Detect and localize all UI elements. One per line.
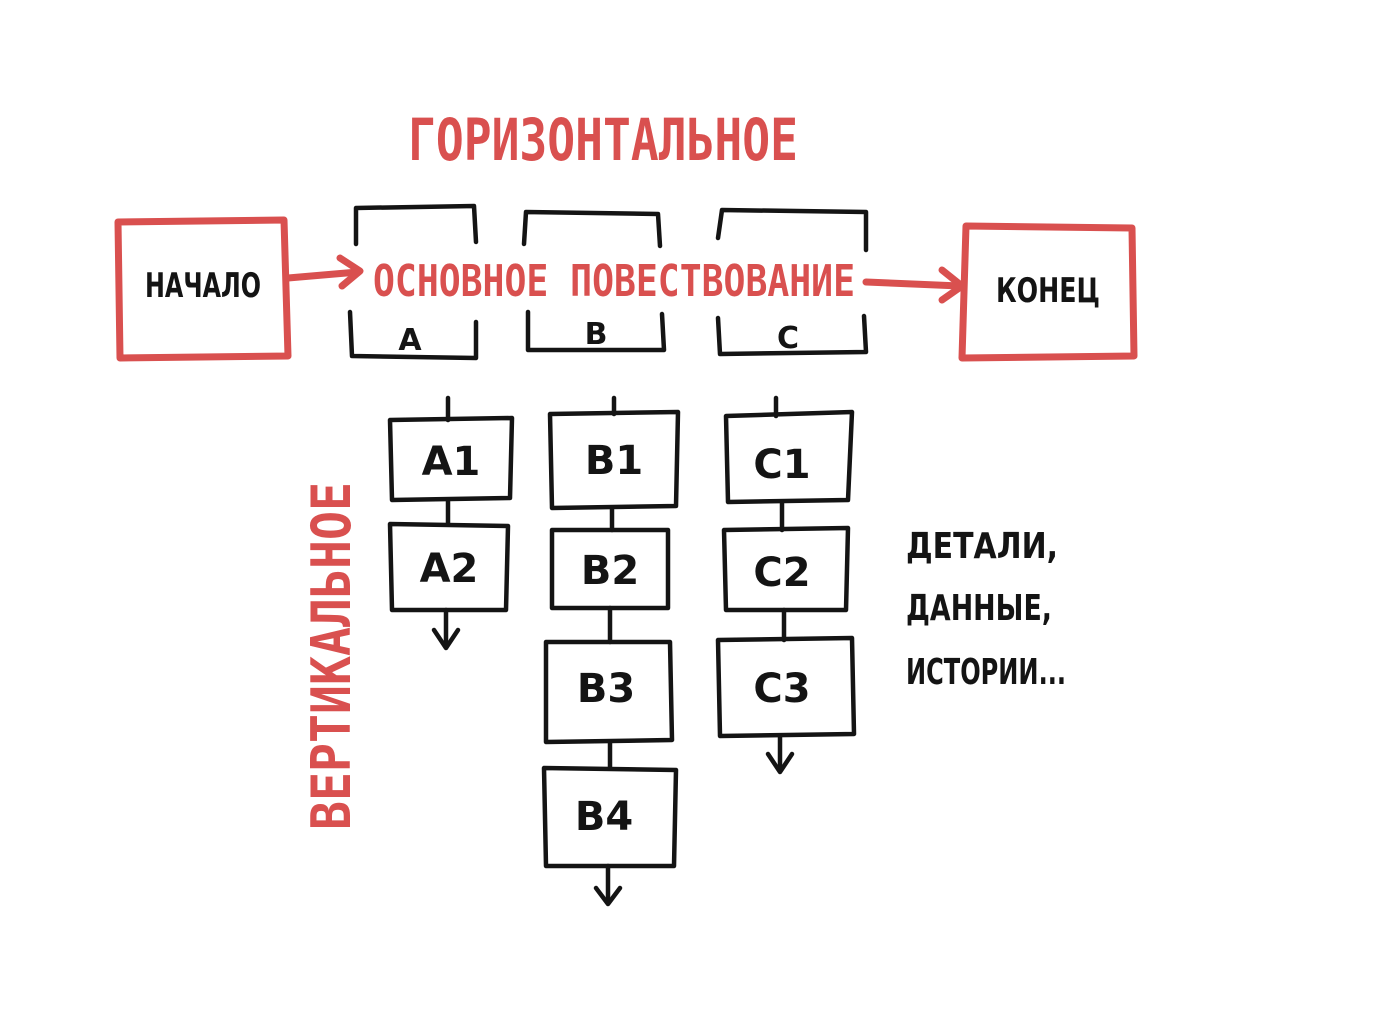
box-a1-label: A1 (422, 439, 481, 485)
details-line-1: ДЕТАЛИ, (906, 526, 1058, 567)
column-a: A1 A2 (387, 395, 515, 651)
arrow-start-to-narrative (284, 254, 364, 290)
end-label: КОНЕЦ (996, 271, 1100, 311)
bracket-b-top (521, 209, 663, 249)
bracket-b-bottom (525, 309, 667, 353)
arrow-end-shaft (862, 278, 964, 290)
segment-letter-c: C (777, 321, 799, 356)
column-b: B1 B2 B3 B4 (541, 395, 681, 907)
box-b4-label: B4 (575, 794, 633, 840)
bracket-a-top (353, 203, 479, 247)
end-box: КОНЕЦ (958, 222, 1138, 362)
box-b1-label: B1 (585, 438, 643, 484)
box-b3-label: B3 (577, 666, 635, 712)
box-b2-label: B2 (581, 548, 639, 594)
arrow-start-head (336, 254, 364, 290)
column-c-arrow-icon (765, 751, 795, 775)
end-box-frame (958, 222, 1138, 362)
column-c: C1 C2 C3 (715, 395, 857, 775)
start-box-frame (114, 216, 292, 362)
box-c1-label: C1 (753, 442, 810, 488)
box-c2-frame (721, 525, 851, 613)
arrow-end-head (938, 266, 966, 304)
box-a1-frame (387, 415, 515, 503)
bracket-a-bottom (347, 309, 479, 361)
box-a2-label: A2 (420, 546, 479, 592)
bracket-c-top (715, 207, 869, 253)
box-b4-frame (541, 765, 679, 869)
details-note: ДЕТАЛИ, ДАННЫЕ, ИСТОРИИ... (906, 526, 1066, 693)
column-b-arrow-icon (593, 885, 623, 907)
box-c2-label: C2 (753, 550, 810, 596)
box-c3-frame (715, 635, 857, 739)
column-a-arrow-icon (431, 627, 461, 651)
bracket-c-bottom (715, 313, 869, 357)
box-c3-label: C3 (753, 666, 810, 712)
box-b2-frame (549, 527, 671, 611)
vertical-title: ВЕРТИКАЛЬНОЕ (300, 482, 363, 830)
segment-bracket-b: B (521, 209, 667, 353)
segment-letter-b: B (585, 317, 608, 352)
segment-bracket-a: A (347, 203, 479, 361)
details-line-3: ИСТОРИИ... (906, 652, 1066, 693)
box-c1-frame (723, 409, 855, 505)
arrow-narrative-to-end (862, 266, 966, 304)
box-b3-frame (543, 639, 675, 745)
start-label: НАЧАЛО (145, 266, 261, 306)
segment-bracket-c: C (715, 207, 869, 357)
box-b1-frame (547, 409, 681, 511)
narrative-label: ОСНОВНОЕ ПОВЕСТВОВАНИЕ (373, 256, 855, 307)
horizontal-title: ГОРИЗОНТАЛЬНОЕ (408, 106, 798, 174)
details-line-2: ДАННЫЕ, (906, 588, 1052, 629)
segment-letter-a: A (398, 323, 422, 358)
start-box: НАЧАЛО (114, 216, 292, 362)
box-a2-frame (387, 521, 511, 613)
arrow-start-shaft (284, 268, 362, 282)
